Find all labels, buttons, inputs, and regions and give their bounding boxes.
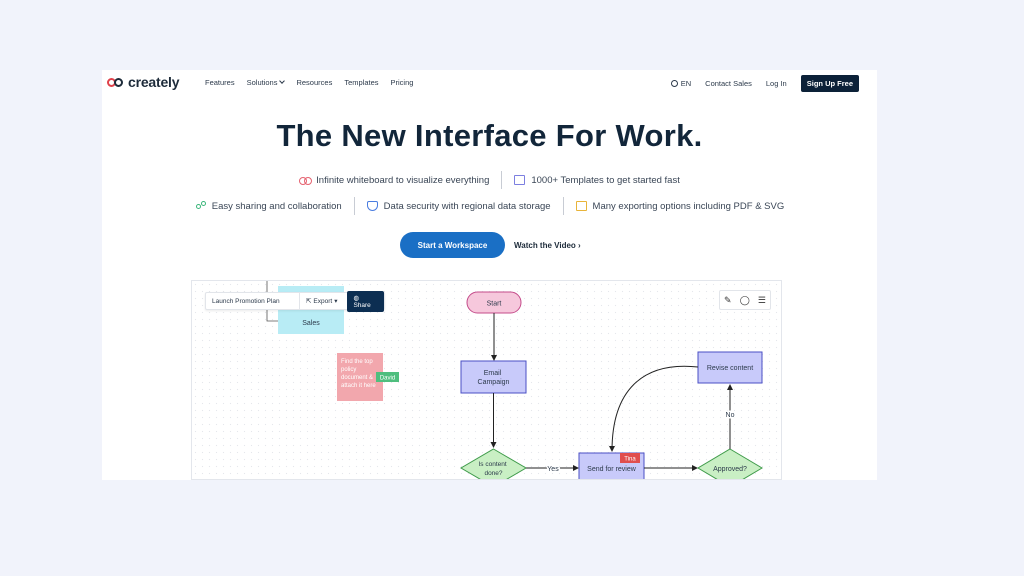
arrow: [609, 365, 699, 452]
note-line-4: attach it here: [341, 383, 376, 389]
note-line-3: document &: [341, 375, 373, 381]
no-label: No: [726, 412, 735, 419]
approved-decision[interactable]: [697, 448, 763, 480]
revise-content-shape[interactable]: [697, 351, 763, 384]
login-link[interactable]: Log In: [765, 79, 787, 88]
watch-video-link[interactable]: Watch the Video ›: [514, 241, 581, 250]
settings-sliders-icon[interactable]: ☰: [757, 294, 766, 305]
browser-window: creately Features Solutions Resources Te…: [102, 70, 877, 480]
features-row-1: Infinite whiteboard to visualize everyth…: [102, 171, 877, 189]
nav-solutions[interactable]: Solutions: [246, 78, 286, 87]
email-line-2: Campaign: [478, 379, 510, 386]
share-button[interactable]: ◍ Share: [347, 290, 384, 312]
approved-label: Approved?: [713, 466, 747, 473]
hero-title: The New Interface For Work.: [276, 118, 703, 153]
feature-templates: 1000+ Templates to get started fast: [502, 175, 692, 186]
yes-label: Yes: [547, 466, 559, 473]
language-selector[interactable]: EN: [670, 79, 692, 88]
document-name[interactable]: Launch Promotion Plan: [212, 297, 280, 305]
language-label: EN: [680, 79, 692, 88]
feature-sharing: Easy sharing and collaboration: [183, 201, 354, 212]
feature-whiteboard-text: Infinite whiteboard to visualize everyth…: [316, 174, 490, 186]
share-icon: [195, 201, 206, 211]
feature-whiteboard: Infinite whiteboard to visualize everyth…: [287, 175, 501, 186]
nav-resources[interactable]: Resources: [296, 78, 333, 87]
start-label: Start: [487, 301, 502, 308]
nav-templates[interactable]: Templates: [344, 78, 379, 87]
template-icon: [514, 175, 526, 185]
revise-content-label: Revise content: [707, 365, 753, 372]
decision-line-1: Is content: [479, 461, 507, 468]
shield-icon: [366, 201, 378, 211]
diagram-editor-preview[interactable]: Sales Find the top policy document & att…: [191, 280, 782, 480]
nav-features[interactable]: Features: [205, 78, 235, 87]
nav-links: Features Solutions Resources Templates P…: [205, 78, 413, 87]
tina-label: Tina: [624, 457, 636, 463]
infinity-icon: [299, 175, 313, 185]
feature-templates-text: 1000+ Templates to get started fast: [531, 174, 680, 186]
features-row-2: Easy sharing and collaboration Data secu…: [102, 197, 877, 215]
decision-line-2: done?: [484, 470, 502, 477]
divider: [562, 197, 564, 215]
logo[interactable]: creately: [107, 74, 180, 90]
flowchart-canvas: Sales Find the top policy document & att…: [266, 281, 763, 480]
content-done-decision[interactable]: [460, 448, 527, 480]
feature-export: Many exporting options including PDF & S…: [564, 201, 797, 212]
david-cursor-tag: [376, 372, 399, 382]
chevron-right-icon: ›: [578, 241, 581, 250]
chevron-down-icon: [279, 78, 286, 84]
export-icon: [575, 201, 587, 211]
export-label: Export: [313, 297, 333, 305]
david-label: David: [380, 376, 395, 382]
globe-icon: ◍: [353, 294, 360, 302]
feature-security: Data security with regional data storage: [355, 201, 563, 212]
tina-cursor-tag: [620, 453, 640, 463]
sticky-note[interactable]: [337, 353, 383, 401]
export-button[interactable]: ⇱ Export ▾: [298, 293, 344, 309]
document-toolbar: Launch Promotion Plan ⇱ Export ▾ ◍ Share: [205, 290, 385, 312]
edit-icon[interactable]: ✎: [724, 294, 732, 305]
comment-icon[interactable]: ◯: [739, 294, 750, 305]
sales-label: Sales: [302, 320, 320, 327]
contact-sales-link[interactable]: Contact Sales: [705, 79, 752, 88]
sticky-note-text: Find the top policy document & attach it…: [341, 359, 376, 389]
signup-button[interactable]: Sign Up Free: [800, 75, 859, 92]
watch-video-label: Watch the Video: [514, 241, 576, 250]
divider: [353, 197, 355, 215]
nav-solutions-label: Solutions: [246, 78, 278, 87]
send-for-review-label: Send for review: [587, 466, 637, 473]
nav-pricing[interactable]: Pricing: [390, 78, 414, 87]
globe-icon: [670, 80, 678, 87]
email-campaign-shape[interactable]: [460, 360, 527, 394]
caret-down-icon: ▾: [334, 298, 338, 305]
editor-tools: ✎ ◯ ☰: [719, 290, 771, 310]
note-line-1: Find the top: [341, 359, 373, 365]
share-label: Share: [353, 301, 371, 309]
divider: [501, 171, 503, 189]
email-line-1: Email: [484, 370, 502, 377]
top-nav: creately Features Solutions Resources Te…: [102, 70, 877, 96]
logo-text: creately: [128, 74, 180, 90]
email-campaign-label: Email Campaign: [478, 370, 510, 386]
start-workspace-button[interactable]: Start a Workspace: [400, 232, 505, 258]
note-line-2: policy: [341, 367, 356, 373]
feature-security-text: Data security with regional data storage: [383, 200, 551, 212]
logo-icon: [107, 77, 125, 88]
nav-right: EN Contact Sales Log In Sign Up Free: [670, 75, 859, 92]
feature-sharing-text: Easy sharing and collaboration: [211, 200, 342, 212]
feature-export-text: Many exporting options including PDF & S…: [592, 200, 785, 212]
export-file-icon: ⇱: [305, 298, 312, 305]
content-done-label: Is content done?: [479, 461, 509, 477]
